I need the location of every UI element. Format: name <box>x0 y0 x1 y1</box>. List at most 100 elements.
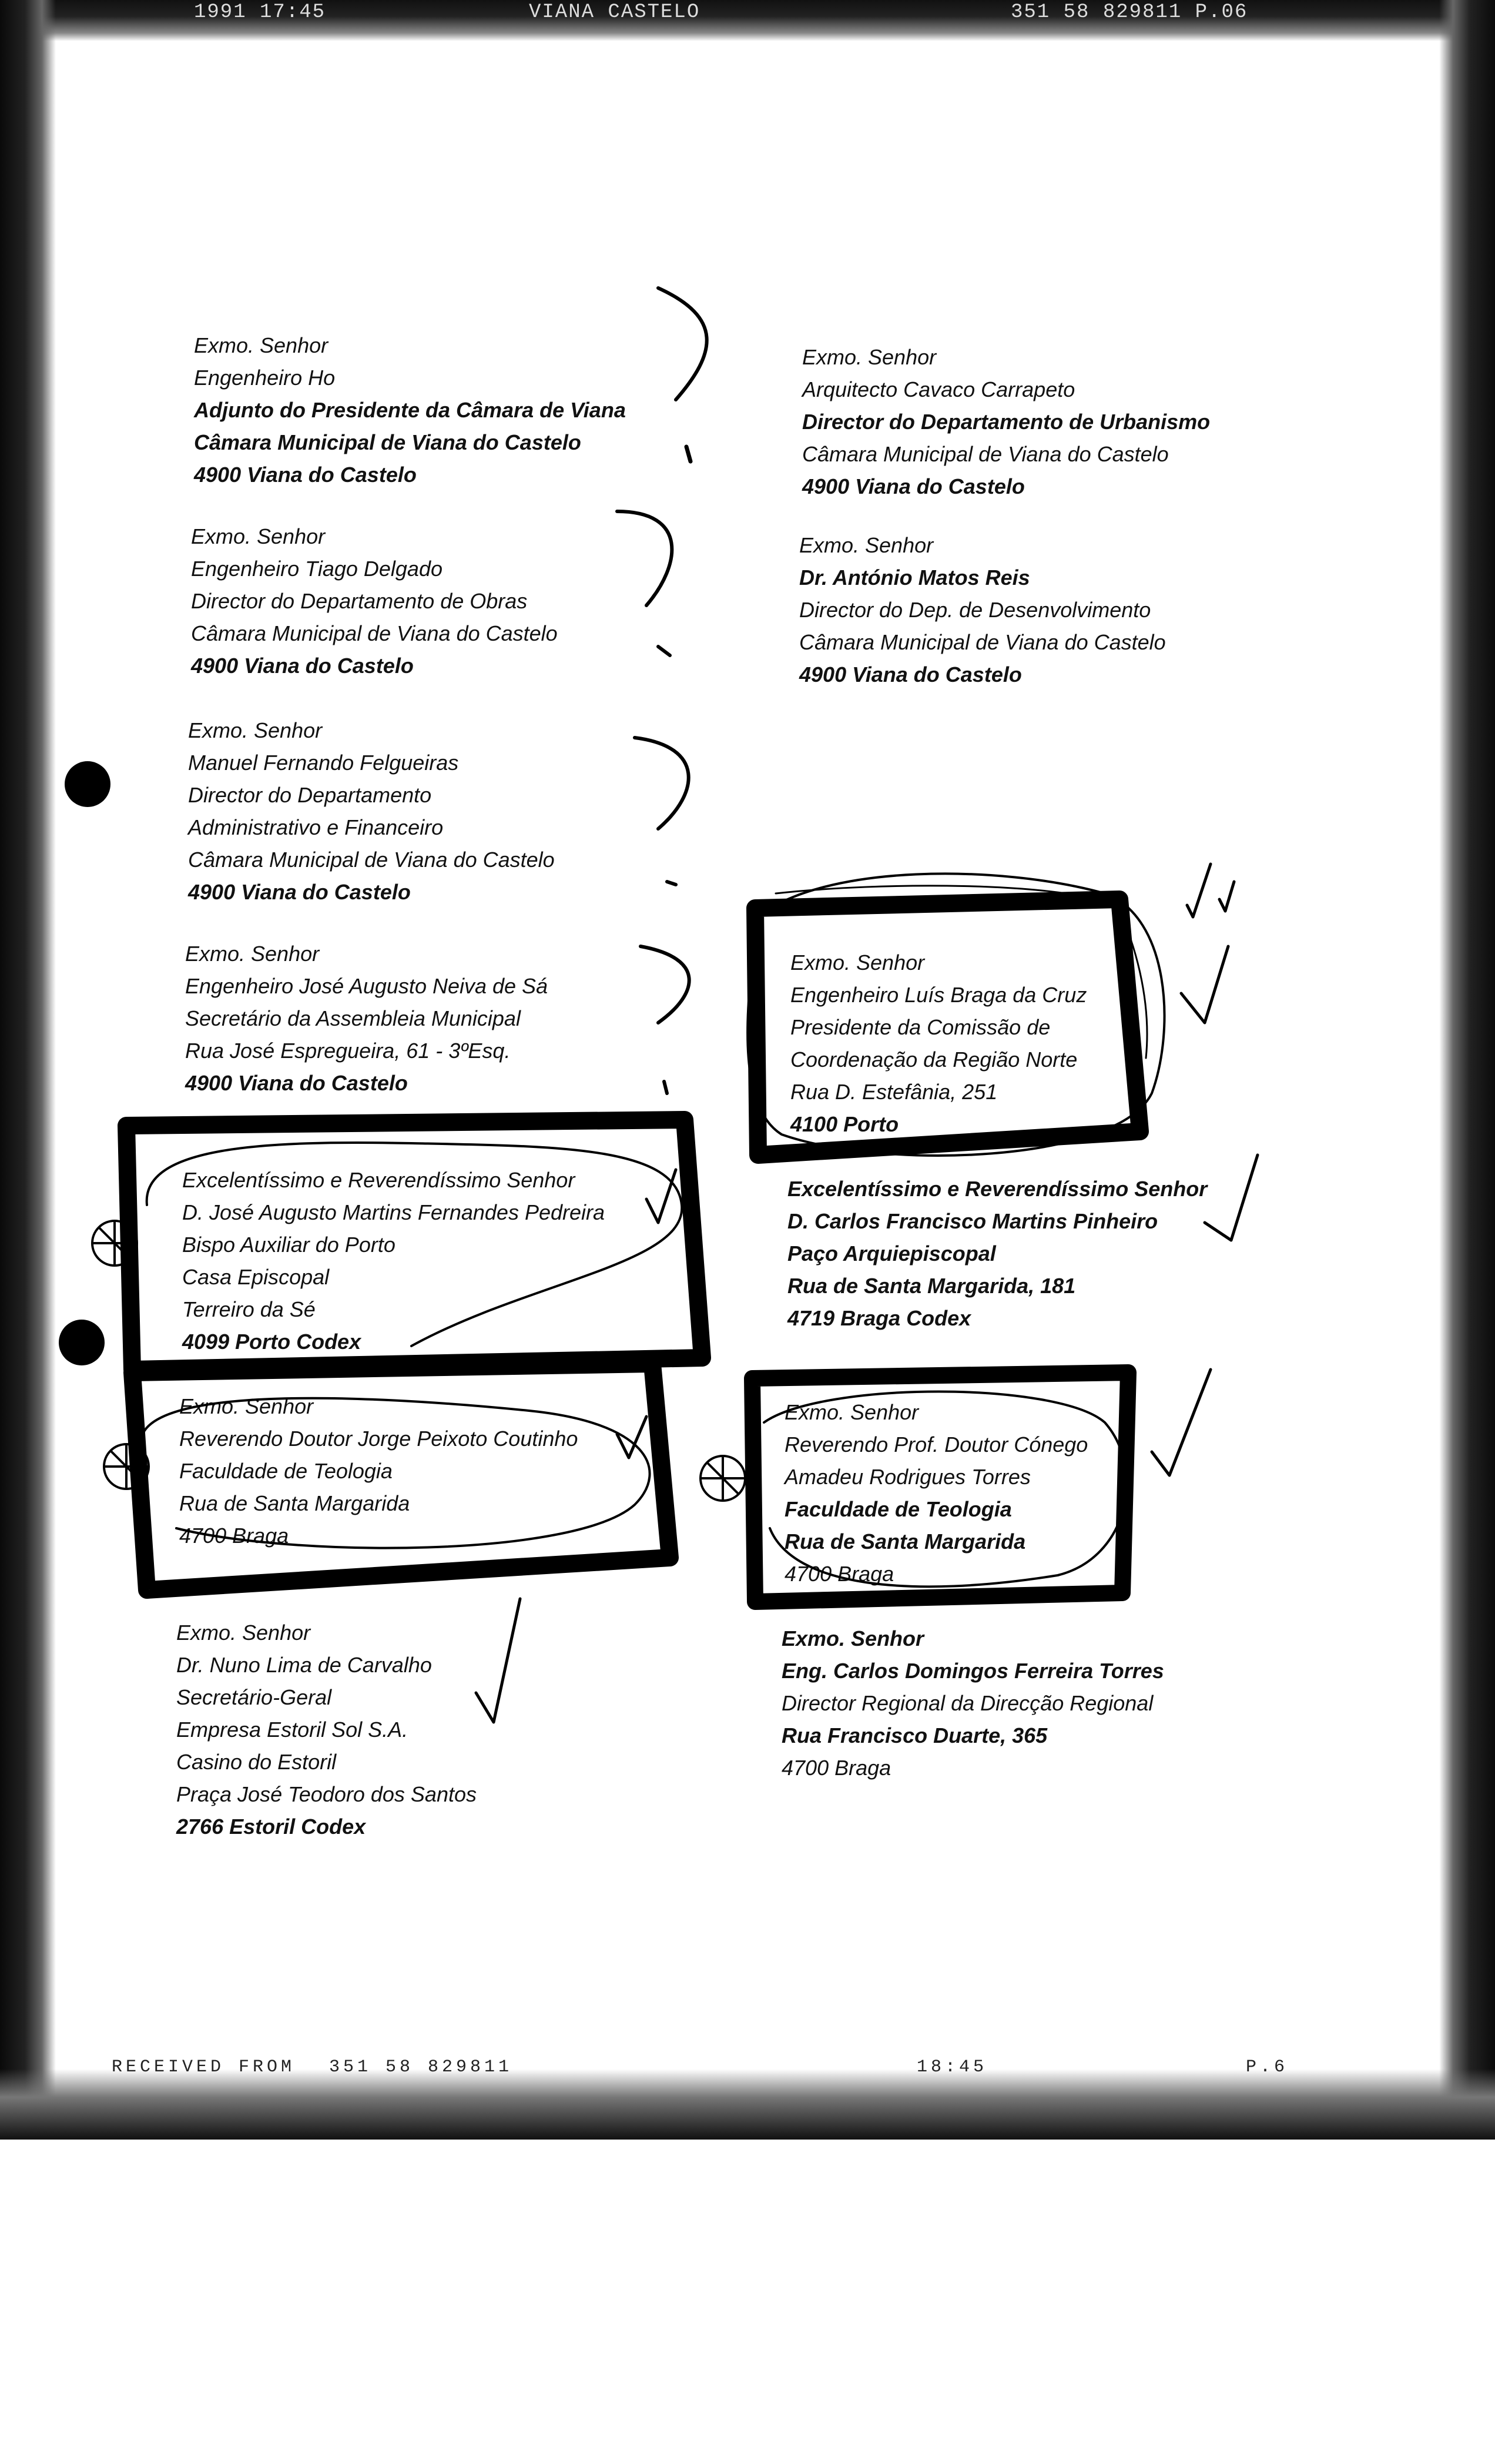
address-line: 4719 Braga Codex <box>787 1306 971 1330</box>
fax-header-sender: VIANA CASTELO <box>529 1 700 24</box>
address-line: Faculdade de Teologia <box>179 1459 393 1483</box>
address-line: Engenheiro Ho <box>194 366 336 390</box>
address-line: 4900 Viana do Castelo <box>188 880 411 904</box>
address-line: Dr. António Matos Reis <box>799 565 1030 590</box>
address-line: Praça José Teodoro dos Santos <box>176 1782 477 1806</box>
address-line: Director do Departamento de Obras <box>191 589 528 613</box>
address-line: Rua José Espregueira, 61 - 3ºEsq. <box>185 1039 511 1063</box>
address-block: Exmo. Senhor Engenheiro Tiago Delgado Di… <box>191 520 558 682</box>
scanned-page: 1991 17:45 VIANA CASTELO 351 58 829811 P… <box>0 0 1495 2140</box>
address-line: Eng. Carlos Domingos Ferreira Torres <box>782 1659 1164 1683</box>
fax-footer-number: 351 58 829811 <box>329 2057 513 2077</box>
address-block: Excelentíssimo e Reverendíssimo Senhor D… <box>182 1164 605 1358</box>
fax-footer-received: RECEIVED FROM <box>112 2057 296 2077</box>
punch-hole-top <box>65 761 110 807</box>
address-block: Exmo. Senhor Manuel Fernando Felgueiras … <box>188 714 555 908</box>
address-block: Exmo. Senhor Reverendo Prof. Doutor Cóne… <box>785 1396 1088 1590</box>
address-block: Exmo. Senhor Reverendo Doutor Jorge Peix… <box>179 1390 578 1552</box>
address-line: 4700 Braga <box>782 1756 891 1780</box>
address-line: Secretário-Geral <box>176 1685 332 1709</box>
check-mark <box>1203 1153 1259 1242</box>
address-line: Rua D. Estefânia, 251 <box>790 1080 998 1104</box>
address-line: 4900 Viana do Castelo <box>191 654 414 678</box>
check-mark <box>1150 1368 1212 1477</box>
address-line: Empresa Estoril Sol S.A. <box>176 1718 408 1742</box>
address-line: Casino do Estoril <box>176 1750 337 1774</box>
address-line: 4100 Porto <box>790 1112 899 1136</box>
address-line: 4900 Viana do Castelo <box>185 1071 408 1095</box>
punch-hole-bottom <box>59 1320 105 1365</box>
box-mark <box>118 1111 711 1378</box>
address-line: Bispo Auxiliar do Porto <box>182 1233 395 1257</box>
bracket-mark <box>615 510 674 607</box>
scribble-mark <box>145 1141 683 1347</box>
tick-mark <box>684 444 693 464</box>
address-line: Amadeu Rodrigues Torres <box>785 1465 1031 1489</box>
address-block: Exmo. Senhor Engenheiro José Augusto Nei… <box>185 938 548 1099</box>
address-line: Rua de Santa Margarida <box>179 1491 410 1515</box>
address-block: Exmo. Senhor Eng. Carlos Domingos Ferrei… <box>782 1622 1164 1784</box>
address-line: Administrativo e Financeiro <box>188 815 444 839</box>
check-mark <box>1179 945 1230 1025</box>
address-line: Adjunto do Presidente da Câmara de Viana <box>194 398 626 422</box>
address-line: Exmo. Senhor <box>782 1626 924 1651</box>
address-line: 2766 Estoril Codex <box>176 1814 366 1839</box>
address-line: Arquitecto Cavaco Carrapeto <box>802 377 1075 401</box>
address-line: Exmo. Senhor <box>802 345 937 369</box>
fax-header-time: 1991 17:45 <box>194 1 326 24</box>
scribble-mark <box>140 1397 651 1549</box>
box-mark <box>746 890 1149 1164</box>
circled-cross-mark <box>91 1220 138 1267</box>
address-line: Câmara Municipal de Viana do Castelo <box>799 630 1166 654</box>
address-line: Rua de Santa Margarida <box>785 1529 1026 1554</box>
address-line: Câmara Municipal de Viana do Castelo <box>802 442 1169 466</box>
circled-cross-mark <box>699 1455 746 1502</box>
address-line: Director do Dep. de Desenvolvimento <box>799 598 1151 622</box>
address-line: Engenheiro Luís Braga da Cruz <box>790 983 1087 1007</box>
fax-footer-page: P.6 <box>1246 2057 1289 2077</box>
address-line: Câmara Municipal de Viana do Castelo <box>188 848 555 872</box>
address-line: D. Carlos Francisco Martins Pinheiro <box>787 1209 1158 1233</box>
check-mark <box>645 1168 678 1224</box>
fax-header-number: 351 58 829811 P.06 <box>1011 1 1248 24</box>
address-line: Câmara Municipal de Viana do Castelo <box>191 621 558 645</box>
address-line: 4900 Viana do Castelo <box>802 474 1025 498</box>
address-line: Coordenação da Região Norte <box>790 1047 1078 1072</box>
address-line: Exmo. Senhor <box>194 333 329 357</box>
address-line: 4900 Viana do Castelo <box>194 463 417 487</box>
scribble-mark <box>763 1390 1128 1588</box>
address-block: Exmo. Senhor Dr. Nuno Lima de Carvalho S… <box>176 1616 477 1843</box>
address-line: Rua de Santa Margarida, 181 <box>787 1274 1076 1298</box>
address-line: Exmo. Senhor <box>790 950 925 975</box>
bracket-mark <box>656 286 709 401</box>
tick-mark <box>665 880 678 886</box>
address-line: Exmo. Senhor <box>185 942 320 966</box>
address-line: Excelentíssimo e Reverendíssimo Senhor <box>182 1168 575 1192</box>
check-mark <box>615 1415 648 1459</box>
address-block: Excelentíssimo e Reverendíssimo Senhor D… <box>787 1173 1207 1334</box>
scan-edge-right <box>1439 0 1495 2140</box>
fax-footer-time: 18:45 <box>917 2057 988 2077</box>
address-line: Exmo. Senhor <box>188 718 323 742</box>
address-line: Excelentíssimo e Reverendíssimo Senhor <box>787 1177 1208 1201</box>
address-line: Director do Departamento <box>188 783 432 807</box>
check-mark <box>1218 880 1236 913</box>
address-line: Rua Francisco Duarte, 365 <box>782 1723 1048 1747</box>
scan-edge-left <box>0 0 56 2140</box>
address-line: Reverendo Prof. Doutor Cónego <box>785 1432 1088 1457</box>
address-block: Exmo. Senhor Engenheiro Ho Adjunto do Pr… <box>194 329 626 491</box>
address-line: 4099 Porto Codex <box>182 1330 361 1354</box>
check-mark <box>474 1597 522 1724</box>
box-mark <box>123 1355 679 1599</box>
handwritten-annotations <box>91 286 1259 1724</box>
address-line: Dr. Nuno Lima de Carvalho <box>176 1653 432 1677</box>
address-line: Paço Arquiepiscopal <box>787 1241 996 1266</box>
address-line: D. José Augusto Martins Fernandes Pedrei… <box>182 1200 605 1224</box>
address-line: 4700 Braga <box>785 1562 894 1586</box>
address-line: Director Regional da Direcção Regional <box>782 1691 1154 1715</box>
bracket-mark <box>633 736 690 831</box>
circled-cross-mark <box>103 1443 150 1490</box>
address-line: Exmo. Senhor <box>799 533 934 557</box>
fax-header: 1991 17:45 VIANA CASTELO 351 58 829811 P… <box>0 1 1495 25</box>
address-line: Director do Departamento de Urbanismo <box>802 410 1211 434</box>
